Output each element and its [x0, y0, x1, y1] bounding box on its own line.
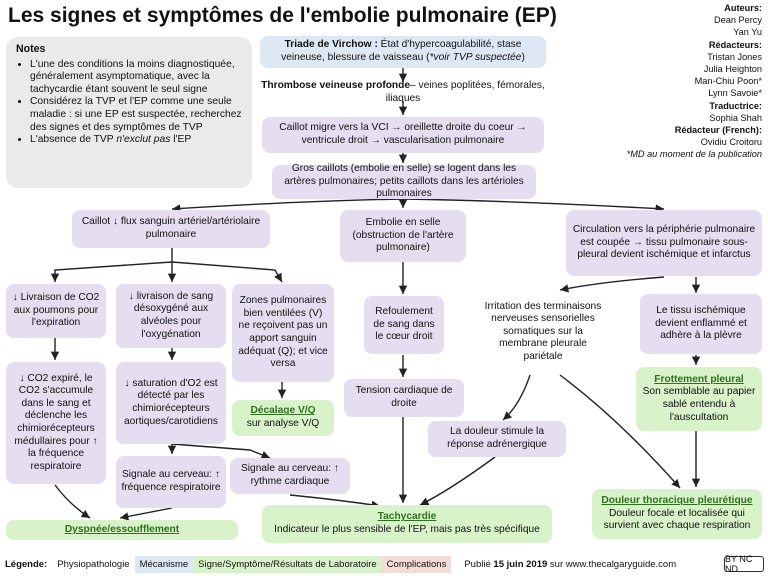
notes-title: Notes	[16, 43, 46, 55]
pain-adrenergic-box: La douleur stimule la réponse adrénergiq…	[428, 421, 566, 457]
arrow	[289, 494, 381, 509]
redacteur-french-label: Rédacteur (French):	[674, 125, 762, 136]
pleural-rub-title: Frottement pleural	[654, 373, 744, 385]
redacteur-french: Ovidiu Croitoru	[700, 137, 762, 148]
vq-zones-box: Zones pulmonaires bien ventilées (V) ne …	[232, 284, 334, 382]
legend-sign: Signe/Symptôme/Résultats de Laboratoire	[193, 556, 382, 573]
pleural-rub-box: Frottement pleural Son semblable au papi…	[636, 367, 762, 431]
traductrice: Sophia Shah	[709, 112, 762, 123]
nerve-irritation-box: Irritation des terminaisons nerveuses se…	[484, 300, 602, 362]
traductrice-label: Traductrice:	[709, 100, 762, 111]
note-item: Considérez la TVP et l'EP comme une seul…	[30, 96, 242, 134]
legend-pathophysiology: Physiopathologie	[52, 556, 135, 573]
saddle-embolism-box: Embolie en selle (obstruction de l'artèr…	[340, 210, 466, 262]
page-title: Les signes et symptômes de l'embolie pul…	[8, 4, 557, 27]
decreased-flow-box: Caillot ↓ flux sanguin artériel/artériol…	[72, 210, 270, 248]
auteur-1: Dean Percy	[713, 15, 762, 26]
dyspnea-box: Dyspnée/essoufflement	[6, 520, 238, 540]
arrow	[419, 456, 496, 506]
arrow	[559, 374, 681, 489]
notes-panel: Notes L'une des conditions la moins diag…	[6, 37, 252, 188]
clot-migration-box: Caillot migre vers la VCI → oreillette d…	[262, 117, 544, 153]
redacteurs-label: Rédacteurs:	[708, 39, 762, 50]
arrow	[402, 198, 665, 213]
virchow-triad-box: Triade de Virchow : État d'hypercoagulab…	[260, 36, 546, 68]
pleural-rub-text: Son semblable au papier sablé entendu à …	[642, 386, 756, 423]
auteur-2: Yan Yu	[733, 27, 762, 38]
co2-retention-box: ↓ CO2 expiré, le CO2 s'accumule dans le …	[6, 362, 106, 484]
o2-saturation-box: ↓ saturation d'O2 est détecté par les ch…	[116, 362, 226, 444]
arrow	[559, 276, 665, 293]
tachycardia-text: Indicateur le plus sensible de l'EP, mai…	[274, 524, 540, 535]
authors-footnote: *MD au moment de la publication	[626, 149, 762, 160]
arrow	[119, 507, 173, 521]
arrow	[171, 261, 283, 283]
arrow	[50, 261, 173, 282]
heart-rate-signal-box: Signale au cerveau: ↑ rythme cardiaque	[230, 458, 350, 494]
vq-mismatch-title: Décalage V/Q	[250, 405, 316, 417]
redacteur-2: Julia Heighton	[703, 64, 762, 75]
pleuritic-pain-box: Douleur thoracique pleurétique Douleur f…	[592, 489, 762, 539]
dvt-box: Thrombose veineuse profonde– veines popl…	[261, 80, 545, 104]
authors-panel: Auteurs: Dean Percy Yan Yu Rédacteurs: T…	[592, 2, 762, 161]
published-note: Publié 15 juin 2019 sur www.thecalgarygu…	[464, 559, 677, 570]
tachycardia-box: Tachycardie Indicateur le plus sensible …	[262, 505, 552, 543]
redacteur-3: Man-Chiu Poon*	[694, 76, 762, 87]
co2-delivery-box: ↓ Livraison de CO2 aux poumons pour l'ex…	[6, 284, 106, 338]
large-clots-box: Gros caillots (embolie en selle) se loge…	[272, 163, 536, 199]
note-item: L'une des conditions la moins diagnostiq…	[30, 59, 242, 97]
note-item: L'absence de TVP n'exclut pas l'EP	[30, 134, 242, 147]
arrow	[502, 374, 531, 421]
arrow	[171, 198, 404, 213]
pleuritic-pain-title: Douleur thoracique pleurétique	[601, 495, 753, 507]
redacteur-4: Lynn Savoie*	[708, 88, 762, 99]
ischemic-tissue-box: Le tissu ischémique devient enflammé et …	[640, 294, 762, 354]
legend-label: Légende:	[5, 559, 48, 570]
right-heart-strain-box: Tension cardiaque de droite	[344, 379, 464, 417]
resp-rate-signal-box: Signale au cerveau: ↑ fréquence respirat…	[116, 456, 226, 508]
redacteur-1: Tristan Jones	[707, 51, 762, 62]
legend-bar: Légende: Physiopathologie Mécanisme Sign…	[0, 553, 768, 576]
legend-complications: Complications	[381, 556, 452, 573]
vq-mismatch-box: Décalage V/Q sur analyse V/Q	[232, 400, 334, 436]
tachycardia-title: Tachycardie	[377, 511, 437, 523]
auteurs-label: Auteurs:	[724, 3, 762, 13]
pleuritic-pain-text: Douleur focale et localisée qui survient…	[603, 507, 751, 532]
vq-mismatch-text: sur analyse V/Q	[246, 418, 320, 429]
deoxygenated-blood-box: ↓ livraison de sang désoxygéné aux alvéo…	[116, 284, 226, 348]
legend-mechanism: Mécanisme	[134, 556, 194, 573]
arrow	[171, 443, 271, 459]
notes-list: L'une des conditions la moins diagnostiq…	[16, 59, 242, 147]
blood-backflow-box: Refoulement de sang dans le cœur droit	[364, 296, 444, 354]
peripheral-circulation-box: Circulation vers la périphérie pulmonair…	[566, 210, 762, 276]
arrow	[54, 484, 91, 519]
license-badge: BY NC ND	[724, 554, 764, 574]
